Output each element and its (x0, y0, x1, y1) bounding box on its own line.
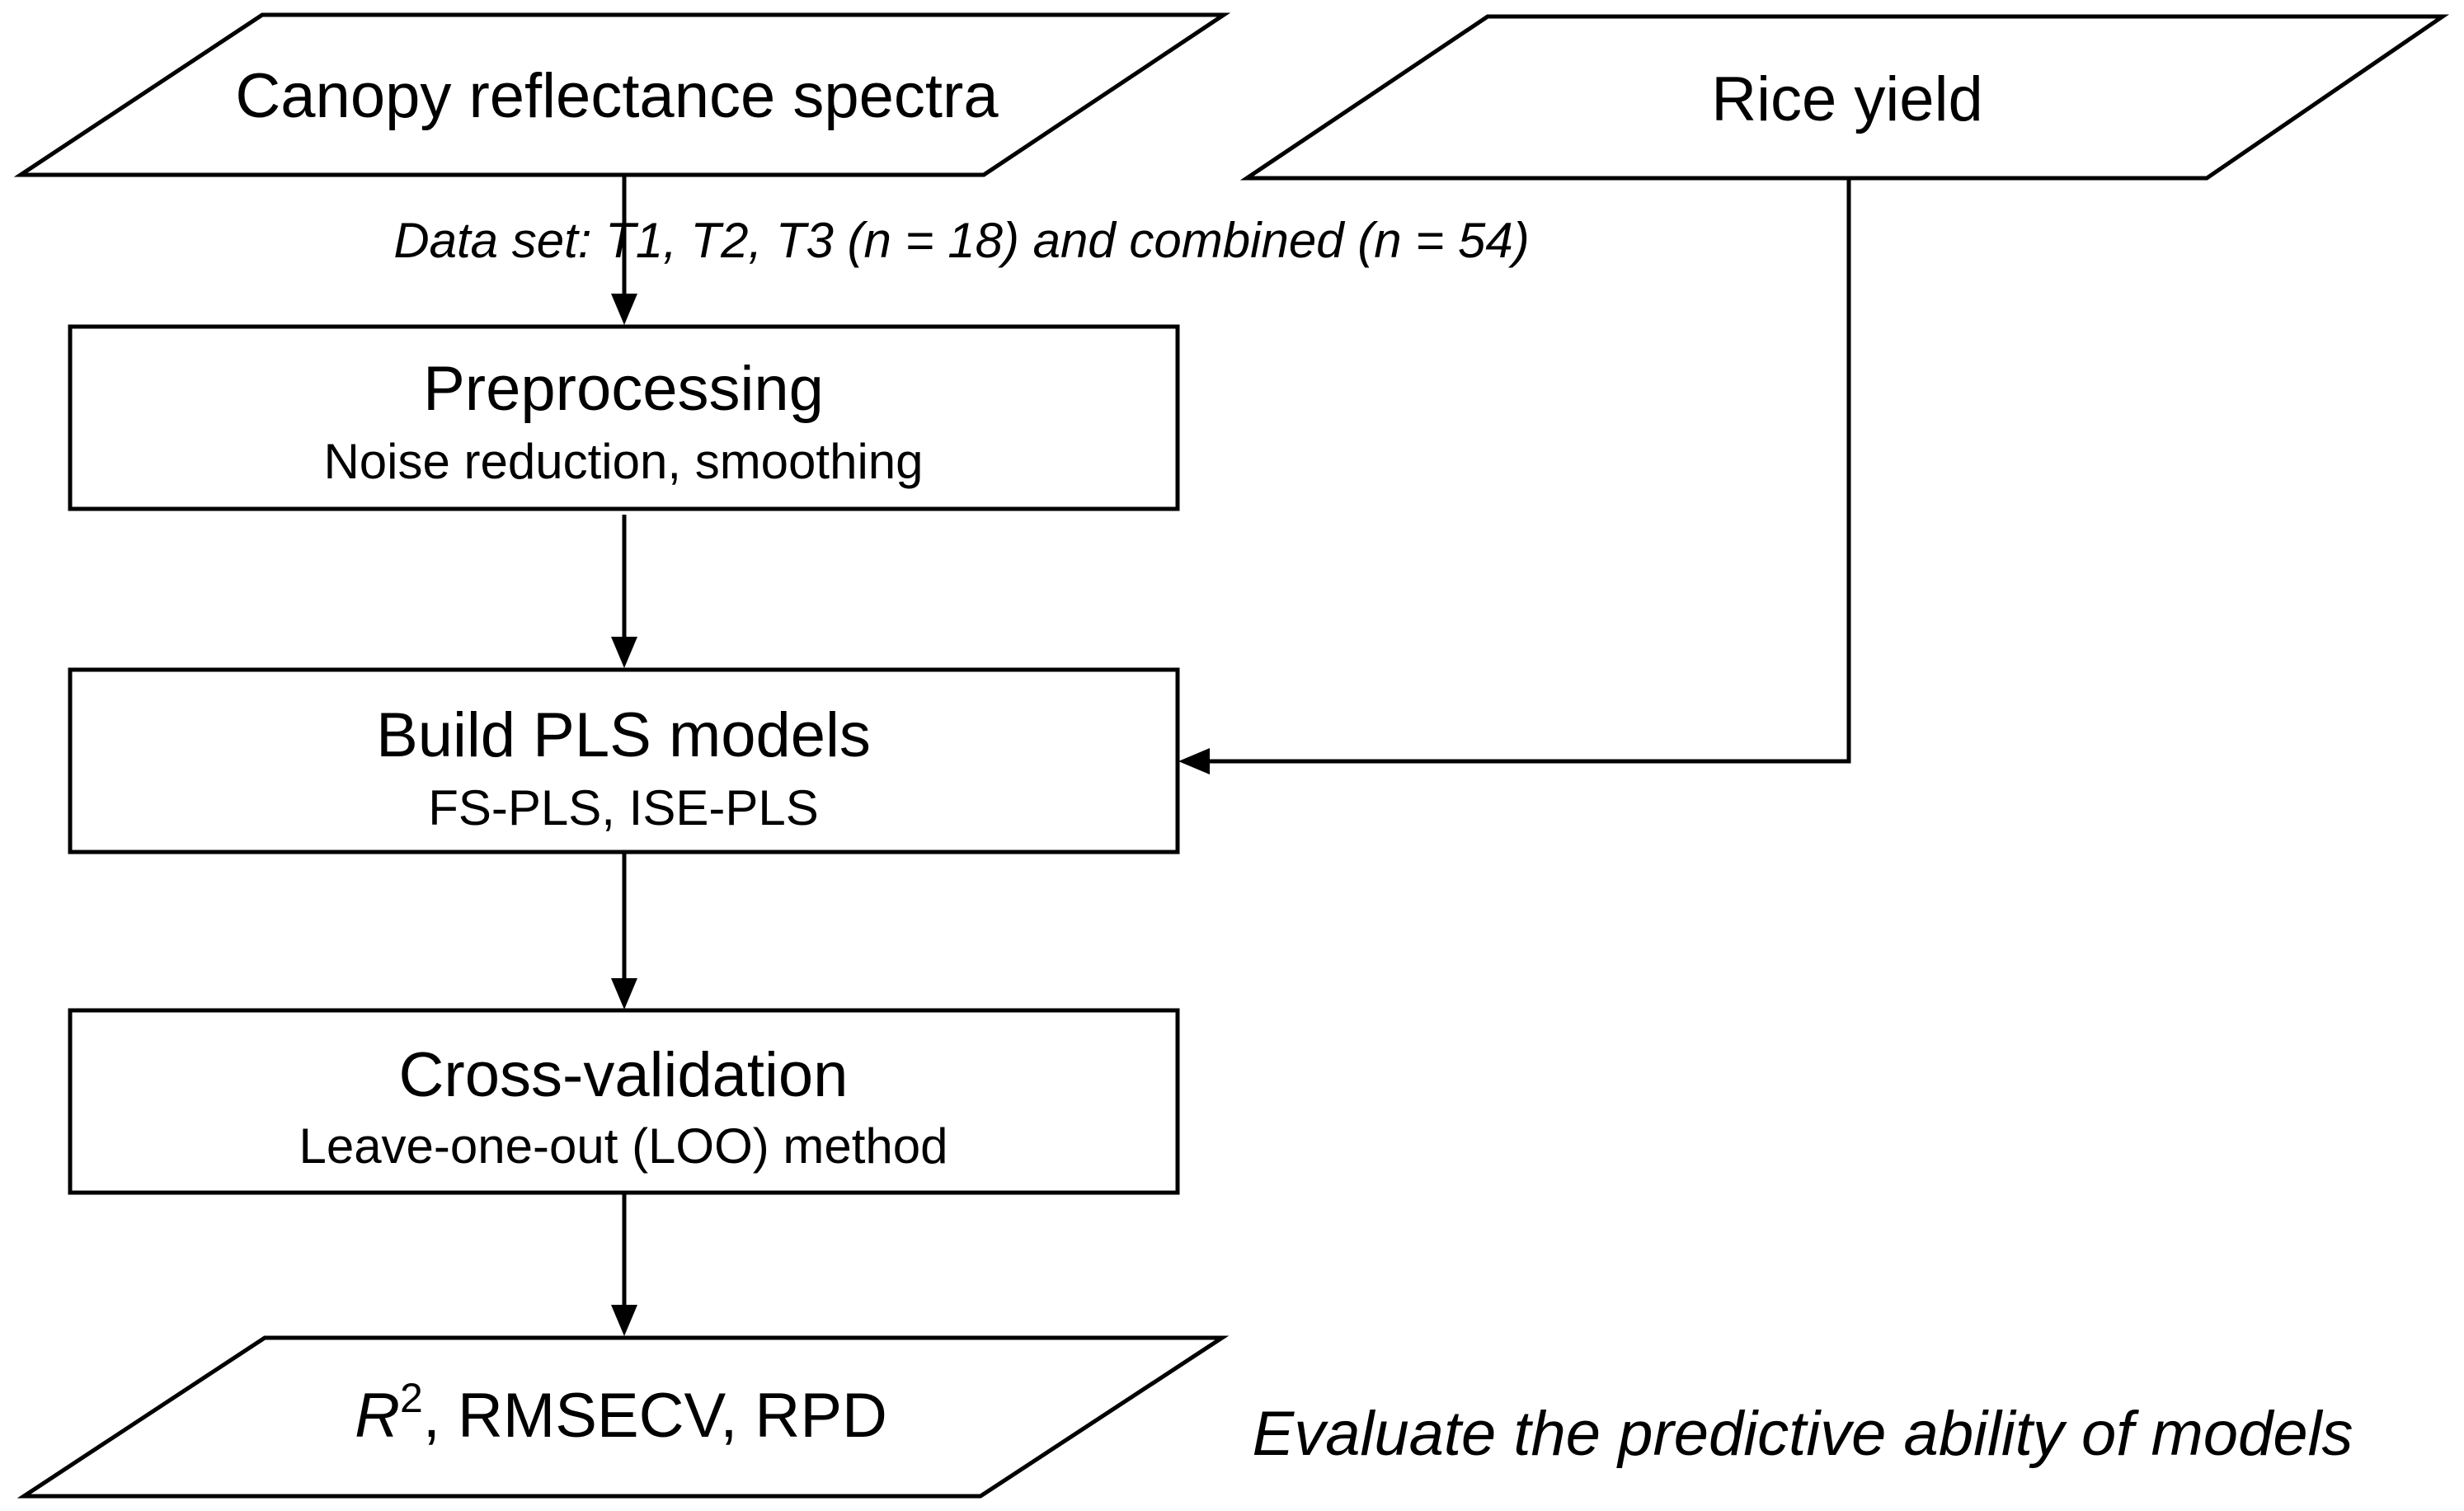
edge-yield-to-pls (1178, 178, 1851, 774)
r-symbol: R (355, 1381, 400, 1451)
step-build-pls: Build PLS models FS-PLS, ISE-PLS (68, 667, 1180, 854)
metrics-list: , RMSECV, RPD (423, 1381, 887, 1451)
step-build-pls-subtitle: FS-PLS, ISE-PLS (428, 780, 819, 836)
r-superscript: 2 (400, 1375, 423, 1421)
output-note: Evaluate the predictive ability of model… (1253, 1399, 2353, 1469)
step-preprocessing: Preprocessing Noise reduction, smoothing (68, 324, 1180, 511)
step-preprocessing-subtitle: Noise reduction, smoothing (323, 434, 923, 489)
edge-pls-to-cv (611, 854, 637, 1010)
edge-spectra-to-preprocessing (611, 175, 637, 325)
dataset-note: Data set: T1, T2, T3 (n = 18) and combin… (393, 213, 1529, 268)
output-metrics: R2, RMSECV, RPD (16, 1335, 1230, 1499)
input-canopy-spectra: Canopy reflectance spectra (13, 12, 1231, 177)
output-metrics-label: R2, RMSECV, RPD (355, 1375, 887, 1451)
edge-preprocessing-to-pls (611, 515, 637, 668)
step-preprocessing-title: Preprocessing (423, 354, 824, 424)
step-cross-validation-subtitle: Leave-one-out (LOO) method (299, 1118, 948, 1174)
step-cross-validation-title: Cross-validation (399, 1040, 849, 1110)
step-cross-validation: Cross-validation Leave-one-out (LOO) met… (68, 1008, 1180, 1195)
step-build-pls-title: Build PLS models (376, 700, 871, 770)
input-canopy-spectra-label: Canopy reflectance spectra (235, 61, 999, 131)
input-rice-yield: Rice yield (1239, 14, 2450, 181)
input-rice-yield-label: Rice yield (1711, 64, 1982, 134)
edge-cv-to-output (611, 1192, 637, 1336)
